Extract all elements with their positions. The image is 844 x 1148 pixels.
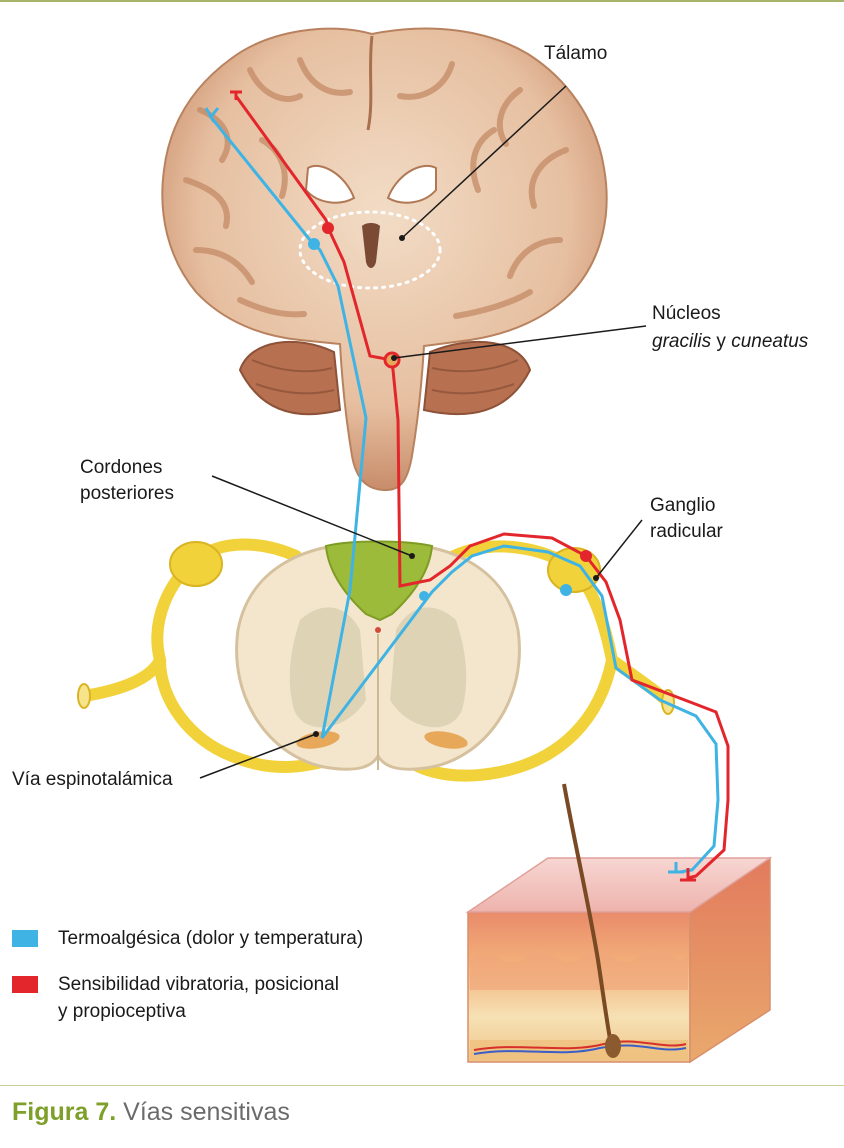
blue-synapse-thalamus bbox=[308, 238, 320, 250]
figure-number: Figura 7. bbox=[12, 1098, 117, 1126]
label-via-espinotalamica: Vía espinotalámica bbox=[12, 769, 173, 790]
label-ganglio-line1: Ganglio bbox=[650, 495, 716, 516]
blue-ganglion-cell bbox=[560, 584, 572, 596]
right-lateral-ventricle bbox=[386, 165, 437, 204]
legend-swatch-vibratoria bbox=[12, 976, 38, 993]
label-talamo: Tálamo bbox=[544, 43, 608, 64]
label-cuneatus: cuneatus bbox=[731, 331, 809, 352]
skin-block bbox=[465, 783, 773, 1064]
red-ganglion-cell bbox=[580, 550, 592, 562]
left-spinal-nerve bbox=[78, 538, 336, 773]
legend-label-termo: Termoalgésica (dolor y temperatura) bbox=[58, 928, 364, 949]
legend-swatch-termo bbox=[12, 930, 38, 947]
label-gracilis: gracilis bbox=[652, 331, 712, 352]
left-dorsal-ganglion bbox=[169, 541, 223, 587]
brain-outline bbox=[161, 27, 608, 492]
skin-surface bbox=[465, 857, 773, 913]
right-spinothalamic-tract bbox=[424, 731, 468, 749]
red-synapse-thalamus bbox=[322, 222, 334, 234]
label-nucleos-line2: gracilis y cuneatus bbox=[652, 330, 808, 354]
leader-talamo bbox=[401, 85, 567, 239]
right-cerebellum bbox=[422, 341, 532, 416]
third-ventricle bbox=[362, 223, 380, 268]
hair-follicle bbox=[562, 783, 614, 1051]
cortical-folds bbox=[183, 57, 569, 319]
left-lateral-ventricle bbox=[304, 165, 356, 204]
leader-lines bbox=[199, 85, 647, 779]
left-cerebellum bbox=[238, 340, 342, 416]
leader-ganglio bbox=[595, 519, 643, 579]
top-rule bbox=[0, 0, 844, 2]
leader-cordones bbox=[211, 475, 413, 557]
spinal-cord-section bbox=[77, 538, 675, 782]
label-ganglio-line2: radicular bbox=[650, 521, 723, 542]
pathway-termoalgesica bbox=[204, 107, 720, 874]
label-nucleos-line1: Núcleos bbox=[652, 303, 721, 324]
legend-label-vibratoria-line1: Sensibilidad vibratoria, posicional bbox=[58, 974, 339, 995]
figure-caption: Figura 7. Vías sensitivas bbox=[12, 1096, 290, 1128]
longitudinal-fissure bbox=[366, 35, 374, 131]
label-cordones-line1: Cordones bbox=[80, 457, 163, 478]
leader-espinotalamica bbox=[199, 733, 317, 779]
brain-coronal-section bbox=[161, 27, 608, 492]
label-y: y bbox=[711, 331, 732, 352]
figure-title: Vías sensitivas bbox=[123, 1098, 290, 1126]
caption-rule bbox=[0, 1085, 844, 1086]
label-cordones-line2: posteriores bbox=[80, 483, 174, 504]
leader-nucleos bbox=[393, 325, 647, 359]
left-spinothalamic-tract bbox=[296, 731, 340, 749]
thalamus-outline bbox=[298, 210, 442, 290]
legend-label-vibratoria-line2: y propioceptiva bbox=[58, 1001, 186, 1022]
